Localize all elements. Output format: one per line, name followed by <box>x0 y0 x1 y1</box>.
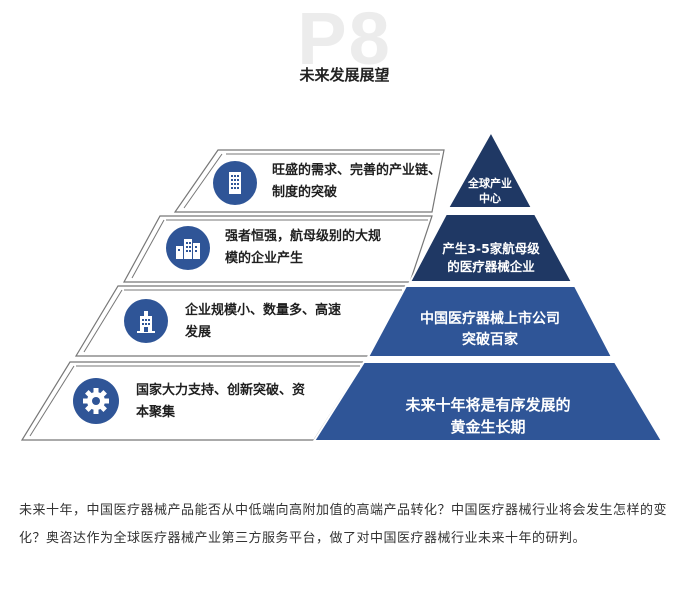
tier-1-line-1: 全球产业 <box>468 177 512 190</box>
row-2-text: 强者恒强，航母级别的大规 模的企业产生 <box>225 226 381 270</box>
tier-1-text: 全球产业 中心 <box>448 176 532 206</box>
city-buildings-icon <box>166 226 210 270</box>
pyramid-tier-2 <box>408 213 574 283</box>
row-3-line-1: 企业规模小、数量多、高速 <box>185 303 342 318</box>
office-building-icon <box>124 299 168 343</box>
row-4-text: 国家大力支持、创新突破、资 本聚集 <box>136 380 305 424</box>
tier-2-line-2: 的医疗器械企业 <box>447 259 535 274</box>
tier-4-text: 未来十年将是有序发展的 黄金生长期 <box>330 394 646 438</box>
pyramid-tier-1 <box>446 129 534 209</box>
row-4-line-1: 国家大力支持、创新突破、资 <box>136 383 306 398</box>
tier-3-line-2: 突破百家 <box>462 332 518 348</box>
body-paragraph: 未来十年，中国医疗器械产品能否从中低端向高附加值的高端产品转化？中国医疗器械行业… <box>19 503 668 546</box>
tier-1-line-2: 中心 <box>479 192 501 205</box>
skyscraper-icon <box>213 161 257 205</box>
tier-4-line-2: 黄金生长期 <box>450 418 526 436</box>
row-1-line-2: 制度的突破 <box>272 185 338 200</box>
row-1-line-1: 旺盛的需求、完善的产业链、 <box>272 163 442 178</box>
row-3-line-2: 发展 <box>185 325 212 340</box>
row-3-text: 企业规模小、数量多、高速 发展 <box>185 300 341 344</box>
gear-icon <box>73 378 119 424</box>
pyramid-tier-4 <box>312 361 664 442</box>
row-1-text: 旺盛的需求、完善的产业链、 制度的突破 <box>272 160 441 204</box>
page-number-watermark: P8 <box>297 0 392 80</box>
tier-3-line-1: 中国医疗器械上市公司 <box>420 311 560 327</box>
tier-2-text: 产生3-5家航母级 的医疗器械企业 <box>415 240 567 276</box>
row-2-line-1: 强者恒强，航母级别的大规 <box>225 229 382 244</box>
row-4-line-2: 本聚集 <box>136 405 176 420</box>
tier-2-line-1: 产生3-5家航母级 <box>442 241 540 256</box>
tier-3-text: 中国医疗器械上市公司 突破百家 <box>372 309 608 351</box>
pyramid-tier-3 <box>366 285 614 358</box>
row-2-line-2: 模的企业产生 <box>225 251 304 266</box>
tier-4-line-1: 未来十年将是有序发展的 <box>405 396 571 414</box>
page-title: 未来发展展望 <box>299 66 390 84</box>
